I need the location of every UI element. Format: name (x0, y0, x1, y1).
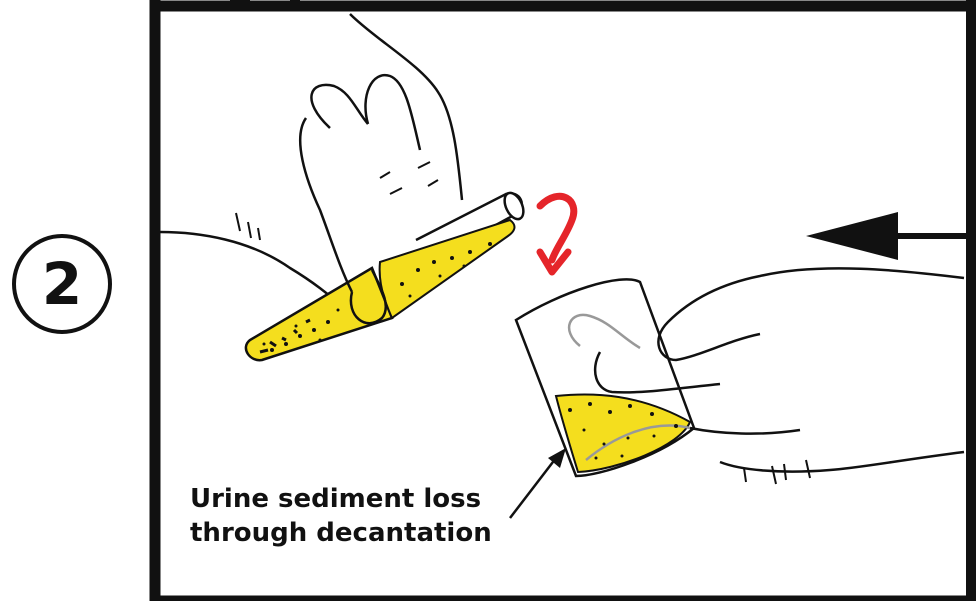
conical-tube-body (246, 268, 392, 360)
finger-creases (380, 162, 438, 194)
step-number: 2 (14, 236, 110, 332)
caption-line-1: Urine sediment loss (190, 482, 530, 516)
left-arm (160, 232, 345, 310)
arm-hair (236, 213, 260, 240)
left-arrow-icon (806, 212, 966, 260)
caption-line-2: through decantation (190, 516, 530, 550)
caption: Urine sediment loss through decantation (190, 482, 530, 550)
curved-pour-arrow-icon (540, 196, 574, 272)
